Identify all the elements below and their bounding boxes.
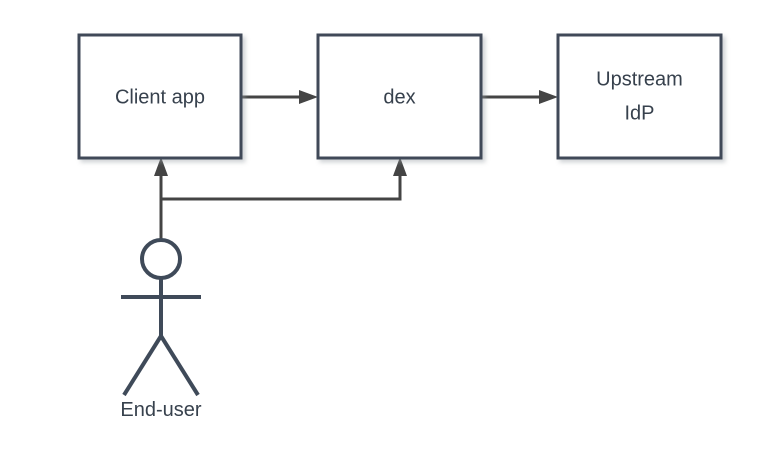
node-client-app-rect (77, 33, 243, 160)
arrowhead-end-user-to-client-app (154, 157, 168, 176)
node-client-app[interactable]: Client app (77, 33, 243, 160)
edge-end-user-to-client-app[interactable] (154, 157, 168, 242)
actor-end-user-label: End-user (120, 399, 201, 421)
actor-end-user-head-icon (140, 238, 182, 280)
node-upstream-idp-rect (556, 33, 723, 160)
actor-end-user-leg-left (122, 334, 163, 397)
node-upstream-idp-label-line1: Upstream (596, 68, 683, 90)
node-upstream-idp[interactable]: Upstream IdP (556, 33, 723, 160)
arrowhead-dex-to-upstream-idp (539, 90, 558, 104)
node-dex-rect (316, 33, 483, 160)
node-dex[interactable]: dex (316, 33, 483, 160)
edge-client-app-to-dex[interactable] (241, 90, 318, 104)
actor-end-user[interactable]: End-user (120, 238, 202, 421)
node-upstream-idp-label-line2: IdP (624, 102, 654, 124)
arrowhead-end-user-to-dex (393, 157, 407, 176)
node-dex-label: dex (383, 86, 415, 108)
edge-line-end-user-to-dex (161, 172, 402, 201)
edge-dex-to-upstream-idp[interactable] (481, 90, 558, 104)
actor-end-user-leg-right (159, 334, 200, 397)
node-client-app-label: Client app (115, 86, 205, 108)
arrowhead-client-app-to-dex (299, 90, 318, 104)
edge-end-user-to-dex[interactable] (161, 157, 407, 201)
